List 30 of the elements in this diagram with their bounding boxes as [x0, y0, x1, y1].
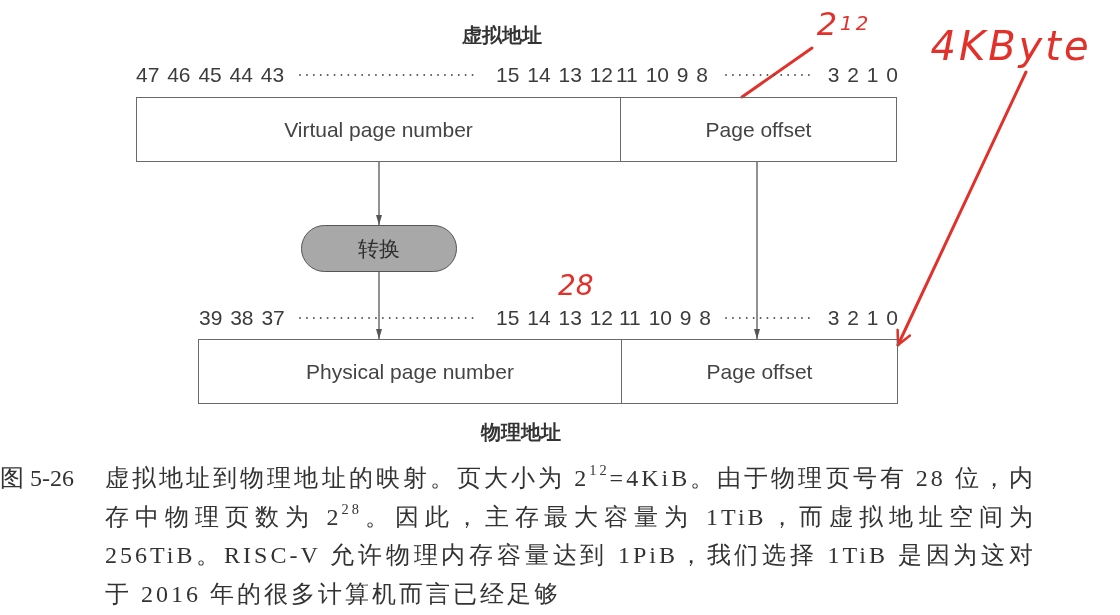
field-label: Page offset — [705, 116, 812, 143]
arrow — [376, 271, 382, 340]
leader-line — [740, 46, 814, 99]
field-label: Virtual page number — [284, 116, 473, 143]
handwritten-note: 28 — [558, 270, 595, 302]
arrow — [376, 161, 382, 226]
arrow — [896, 70, 1028, 347]
address-field-box — [620, 97, 897, 162]
handwritten-note: 4KByte — [926, 20, 1096, 72]
process-label: 转换 — [358, 235, 400, 262]
field-label: Page offset — [706, 358, 813, 385]
bit-numbers: 11 10 9 8 — [616, 63, 710, 87]
arrow — [754, 161, 760, 340]
bit-numbers: 11 10 9 8 — [619, 306, 713, 330]
address-field-box — [621, 339, 898, 404]
bit-numbers: 15 14 13 12 — [495, 306, 613, 330]
address-heading: 物理地址 — [479, 420, 562, 444]
bit-numbers: 3 2 1 0 — [826, 306, 898, 330]
bit-numbers: 3 2 1 0 — [826, 63, 898, 87]
figure-number: 图 5-26 — [0, 464, 75, 493]
address-field-box — [136, 97, 621, 162]
bit-numbers: 15 14 13 12 — [495, 63, 613, 87]
handwritten-note: 2$^{12}$ — [802, 0, 886, 48]
address-heading: 虚拟地址 — [461, 23, 543, 47]
figure-caption: 虚拟地址到物理地址的映射。页大小为 2$^{12}$=4KiB。由于物理页号有 28 位，内存中物理页数为 2$^{28}$。因此，主存最大容量为 1TiB，而虚拟地址空间为 256TiB。RISC-V 允许物理内存容量达到 1PiB，我们选择 1TiB 是因为这对于 2016 年的很多计算机而言已经足够 — [105, 461, 1036, 609]
address-field-box — [198, 339, 622, 404]
field-label: Physical page number — [306, 358, 514, 385]
process-pill — [301, 225, 457, 272]
bit-numbers: 47 46 45 44 43 — [136, 63, 286, 87]
bit-numbers: 39 38 37 — [199, 306, 286, 330]
